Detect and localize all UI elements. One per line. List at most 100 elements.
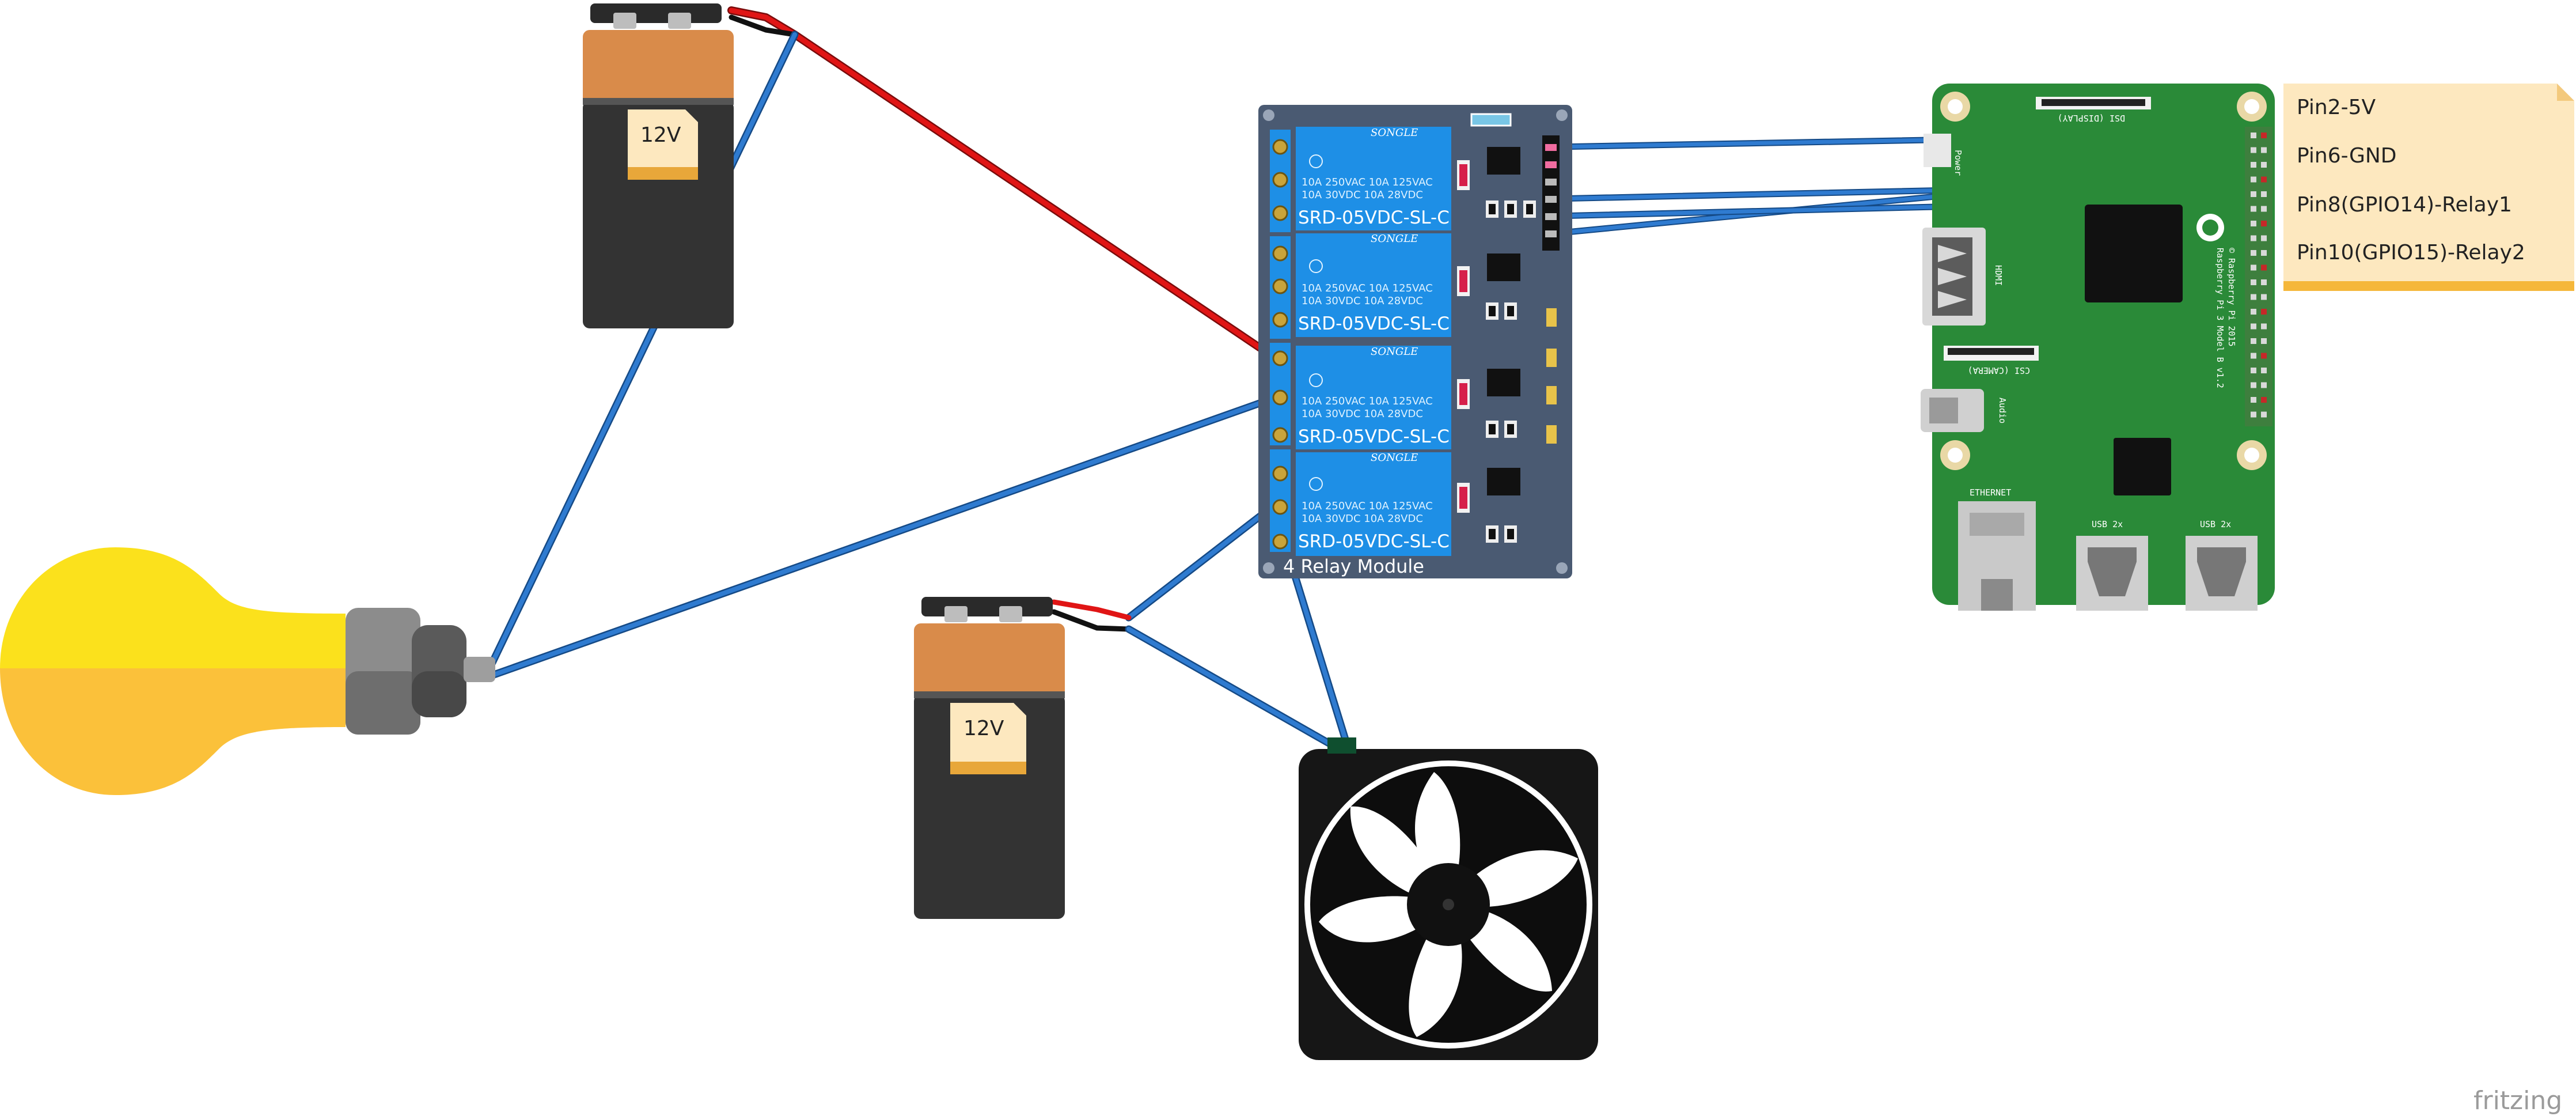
relay-spec-2: 10A 30VDC 10A 28VDC	[1302, 295, 1423, 307]
mount-hole	[1263, 109, 1274, 121]
bulb-neck-shade	[346, 671, 420, 735]
gpio-pins	[2251, 133, 2267, 418]
gpio-pin	[2261, 309, 2267, 315]
gpio-pin	[2261, 191, 2267, 197]
relay-3: SONGLE 10A 250VAC 10A 125VAC 10A 30VDC 1…	[1296, 346, 1451, 449]
relay-brand: SONGLE	[1371, 346, 1418, 358]
bulb-glass-bottom	[0, 668, 346, 795]
relay-1: SONGLE 10A 250VAC 10A 125VAC 10A 30VDC 1…	[1296, 127, 1451, 230]
relay-module[interactable]: SONGLE 10A 250VAC 10A 125VAC 10A 30VDC 1…	[1258, 105, 1572, 578]
battery-terminal-right	[668, 13, 691, 29]
gpio-pin	[2251, 250, 2256, 256]
relay-spec-1: 10A 250VAC 10A 125VAC	[1302, 282, 1433, 294]
relay-4: SONGLE 10A 250VAC 10A 125VAC 10A 30VDC 1…	[1296, 452, 1451, 556]
note-paper	[2283, 84, 2574, 291]
gpio-pin	[2251, 382, 2256, 388]
gpio-pin	[2251, 162, 2256, 168]
gpio-pin	[2261, 368, 2267, 373]
pi-board	[1932, 84, 2275, 605]
battery-label-stripe	[628, 167, 698, 180]
battery-label-stripe	[950, 762, 1026, 774]
relay-module-title: 4 Relay Module	[1283, 555, 1424, 577]
battery-label-box	[950, 703, 1026, 774]
fritzing-watermark: fritzing	[2473, 1086, 2562, 1115]
csi-label: CSI (CAMERA)	[1968, 365, 2030, 376]
wire-red-battery-bottom	[1051, 599, 1132, 620]
wire-blue-battery-bottom-to-fan-inner	[1126, 627, 1337, 749]
mount-hole	[1263, 562, 1274, 574]
gpio-pin	[2251, 411, 2256, 418]
gpio-pin	[2251, 264, 2256, 271]
gpio-pin	[2261, 133, 2267, 138]
light-bulb[interactable]	[0, 547, 495, 795]
mount-hole	[1556, 109, 1568, 121]
pi-model-text: Raspberry Pi 3 Model B v1.2	[2215, 248, 2225, 388]
bulb-contact	[464, 657, 495, 682]
battery-body-top	[914, 623, 1065, 698]
note-bottom-bar	[2283, 281, 2574, 291]
audio-label: Audio	[1997, 398, 2008, 423]
relay-spec-2: 10A 30VDC 10A 28VDC	[1302, 513, 1423, 525]
gpio-pin	[2251, 191, 2256, 197]
relay-brand: SONGLE	[1371, 233, 1418, 245]
gpio-pin	[2261, 264, 2267, 271]
wire-blue-battery-top-to-bulb-inner	[490, 32, 797, 665]
battery-band	[583, 98, 734, 105]
pin-note: Pin2-5V Pin6-GND Pin8(GPIO14)-Relay1 Pin…	[2283, 84, 2574, 291]
ethernet-label: ETHERNET	[1970, 487, 2011, 498]
battery-terminal-left	[613, 13, 636, 29]
gpio-pin	[2261, 294, 2267, 300]
battery-bottom[interactable]: 12V	[914, 597, 1065, 919]
gpio-pin	[2261, 323, 2267, 330]
gpio-pin	[2261, 206, 2267, 212]
battery-terminal-right	[999, 606, 1022, 622]
cooling-fan[interactable]	[1299, 737, 1598, 1060]
gpio-pin	[2251, 133, 2256, 138]
relay-model: SRD-05VDC-SL-C	[1298, 207, 1450, 228]
bulb-base-shade	[412, 671, 466, 717]
note-corner	[2557, 84, 2574, 101]
mount-hole	[1948, 99, 1963, 114]
relay-spec-2: 10A 30VDC 10A 28VDC	[1302, 189, 1423, 201]
relay-spec-1: 10A 250VAC 10A 125VAC	[1302, 176, 1433, 188]
gpio-pin	[2261, 162, 2267, 168]
battery-band	[914, 691, 1065, 698]
gpio-pin	[2251, 147, 2256, 153]
gpio-pin	[2261, 338, 2267, 344]
power-label: Power	[1953, 150, 1963, 176]
gpio-pin	[2251, 323, 2256, 330]
mount-hole	[2244, 448, 2259, 463]
relay-2: SONGLE 10A 250VAC 10A 125VAC 10A 30VDC 1…	[1296, 233, 1451, 337]
gpio-pin	[2261, 147, 2267, 153]
note-line-4: Pin10(GPIO15)-Relay2	[2297, 241, 2525, 264]
power-port	[1924, 134, 1951, 167]
relay-model: SRD-05VDC-SL-C	[1298, 426, 1450, 447]
wire-blue-bulb-to-relay-inner	[490, 395, 1278, 678]
wire-black-battery-bottom	[1051, 609, 1132, 632]
battery-body-top	[583, 30, 734, 105]
gpio-pin	[2251, 397, 2256, 403]
hdmi-label: HDMI	[1993, 265, 2004, 286]
battery-terminal-left	[944, 606, 968, 622]
battery-top[interactable]: 12V	[583, 3, 734, 328]
mount-hole	[1948, 448, 1963, 463]
note-line-1: Pin2-5V	[2297, 96, 2376, 119]
usb-left-label: USB 2x	[2092, 519, 2123, 529]
gpio-pin	[2261, 250, 2267, 256]
battery-label: 12V	[963, 717, 1004, 740]
relay-brand: SONGLE	[1371, 127, 1418, 139]
gpio-pin	[2251, 368, 2256, 373]
gpio-pin	[2261, 176, 2267, 183]
mount-hole	[1556, 562, 1568, 574]
raspberry-pi[interactable]: DSI (DISPLAY) Power HDMI CSI (CAMERA) Au…	[1921, 84, 2275, 611]
bulb-glass-top	[0, 547, 346, 668]
relay-model: SRD-05VDC-SL-C	[1298, 531, 1450, 552]
gpio-pin	[2261, 382, 2267, 388]
gpio-pin	[2261, 235, 2267, 241]
gpio-pin	[2261, 411, 2267, 418]
wire-red-battery-top-to-relay-inner	[729, 7, 1278, 361]
gpio-pin	[2251, 353, 2256, 359]
gpio-pin	[2251, 176, 2256, 183]
gpio-header	[2245, 127, 2273, 426]
gpio-pin	[2251, 206, 2256, 212]
